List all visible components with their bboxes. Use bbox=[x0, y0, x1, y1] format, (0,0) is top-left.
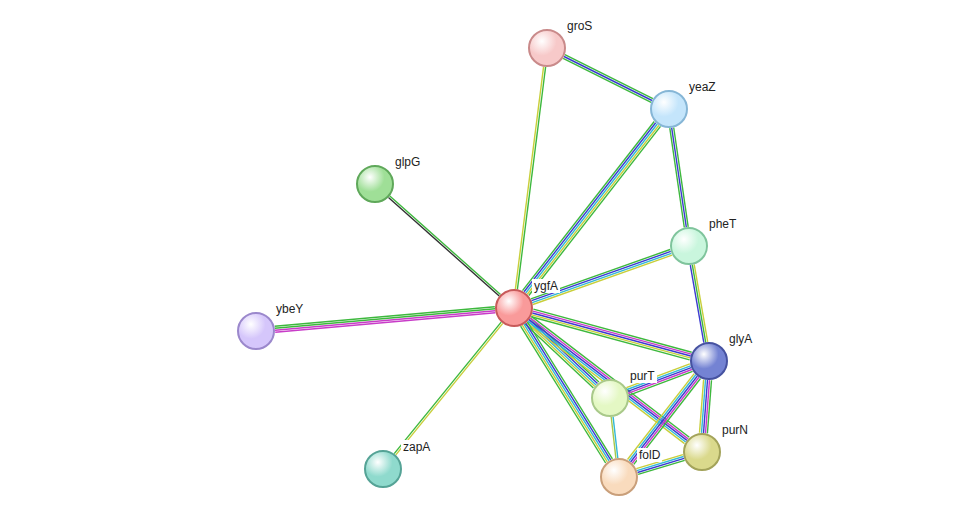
evidence-line bbox=[611, 417, 616, 458]
evidence-line bbox=[529, 126, 661, 295]
evidence-line bbox=[394, 322, 501, 454]
node-label: ygfA bbox=[532, 279, 560, 293]
evidence-line bbox=[626, 364, 689, 388]
evidence-line bbox=[674, 128, 689, 227]
protein-node: purT bbox=[591, 379, 629, 417]
node-label: pheT bbox=[707, 217, 738, 231]
node-label: ybeY bbox=[274, 302, 305, 316]
node-label: glpG bbox=[393, 155, 422, 169]
evidence-line bbox=[275, 307, 495, 327]
protein-node: yeaZ bbox=[650, 90, 688, 128]
evidence-line bbox=[532, 253, 671, 302]
protein-node: ybeY bbox=[237, 312, 275, 350]
protein-node: pheT bbox=[670, 227, 708, 265]
protein-node: glyA bbox=[690, 342, 728, 380]
evidence-line bbox=[690, 265, 704, 343]
evidence-line bbox=[275, 313, 495, 333]
node-label: yeaZ bbox=[687, 80, 718, 94]
evidence-line bbox=[564, 57, 652, 101]
evidence-line bbox=[275, 311, 495, 331]
interaction-edge bbox=[389, 196, 501, 296]
interaction-edge bbox=[626, 364, 692, 395]
evidence-line bbox=[531, 250, 670, 299]
interaction-edge bbox=[700, 380, 712, 434]
evidence-line bbox=[628, 368, 691, 392]
protein-node: ygfA bbox=[495, 289, 533, 327]
evidence-line bbox=[515, 67, 543, 289]
evidence-line bbox=[670, 128, 685, 227]
evidence-line bbox=[517, 67, 545, 289]
evidence-line bbox=[672, 128, 687, 227]
evidence-line bbox=[563, 58, 651, 102]
interaction-edge bbox=[394, 322, 503, 455]
evidence-line bbox=[531, 317, 689, 360]
evidence-line bbox=[275, 309, 495, 329]
protein-node: folD bbox=[600, 458, 638, 496]
interaction-edge bbox=[523, 122, 661, 296]
node-label: zapA bbox=[401, 440, 432, 454]
evidence-line bbox=[700, 380, 704, 433]
protein-node: purN bbox=[683, 433, 721, 471]
node-label: groS bbox=[565, 19, 594, 33]
node-label: purT bbox=[628, 369, 657, 383]
evidence-line bbox=[390, 196, 501, 295]
protein-node: zapA bbox=[364, 450, 402, 488]
interaction-edge bbox=[515, 67, 545, 290]
evidence-line bbox=[532, 315, 690, 358]
interaction-edge bbox=[611, 417, 618, 458]
node-label: purN bbox=[720, 423, 750, 437]
interaction-edge bbox=[531, 250, 672, 305]
interaction-edge bbox=[563, 55, 653, 103]
evidence-line bbox=[389, 197, 500, 296]
evidence-line bbox=[527, 125, 659, 294]
interaction-edge bbox=[690, 264, 707, 342]
interaction-edge bbox=[275, 307, 496, 333]
evidence-line bbox=[533, 255, 672, 304]
evidence-line bbox=[692, 265, 705, 343]
evidence-line bbox=[627, 366, 690, 390]
evidence-line bbox=[527, 323, 595, 387]
evidence-line bbox=[396, 323, 503, 455]
evidence-line bbox=[532, 251, 671, 300]
node-label: glyA bbox=[727, 332, 754, 346]
protein-node: glpG bbox=[356, 165, 394, 203]
evidence-line bbox=[523, 122, 655, 291]
protein-node: groS bbox=[528, 29, 566, 67]
evidence-line bbox=[565, 55, 653, 99]
node-label: folD bbox=[637, 448, 662, 462]
interaction-edge bbox=[670, 128, 688, 228]
